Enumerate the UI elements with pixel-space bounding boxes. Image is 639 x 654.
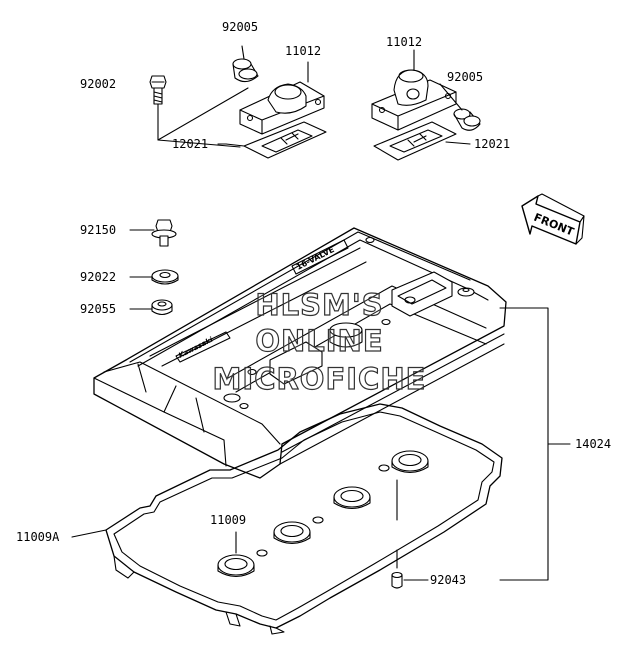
cap-92005-right	[439, 83, 481, 131]
valve-cover-14024	[93, 227, 507, 479]
gasket-11009A	[105, 403, 503, 635]
bolt-92150	[129, 219, 177, 247]
grommet-92055	[129, 299, 173, 316]
part-label-11012-left: 11012	[285, 44, 322, 58]
part-label-11009: 11009	[210, 513, 247, 527]
breather-cover-right	[371, 49, 457, 131]
dowel-92043	[391, 479, 403, 589]
part-label-11009A: 11009A	[16, 530, 60, 544]
part-label-92002: 92002	[80, 77, 117, 91]
part-label-12021-right: 12021	[474, 137, 511, 151]
breather-cover-left	[239, 61, 325, 135]
plug-seal-2	[273, 521, 311, 545]
front-arrow-icon	[521, 193, 585, 245]
watermark-line-3: MICROFICHE	[212, 361, 427, 396]
gasket-right	[373, 121, 471, 161]
part-label-92022: 92022	[80, 270, 117, 284]
part-label-92005-top: 92005	[222, 20, 259, 34]
part-label-12021-left: 12021	[172, 137, 209, 151]
watermark-line-2: ONLINE	[255, 323, 384, 358]
gasket-left	[225, 121, 327, 159]
washer-92022	[129, 269, 179, 285]
bolt-92002	[149, 75, 167, 105]
plug-seal-4	[391, 450, 429, 474]
part-label-92150: 92150	[80, 223, 117, 237]
part-label-92043: 92043	[430, 573, 467, 587]
part-label-92005-right: 92005	[447, 70, 484, 84]
watermark-line-1: HLSM'S	[255, 287, 384, 322]
plug-seal-3	[333, 486, 371, 510]
part-label-14024: 14024	[575, 437, 612, 451]
cap-92005-left	[232, 45, 259, 83]
plug-seal-1	[217, 554, 255, 578]
part-label-92055: 92055	[80, 302, 117, 316]
part-label-11012-right: 11012	[386, 35, 423, 49]
